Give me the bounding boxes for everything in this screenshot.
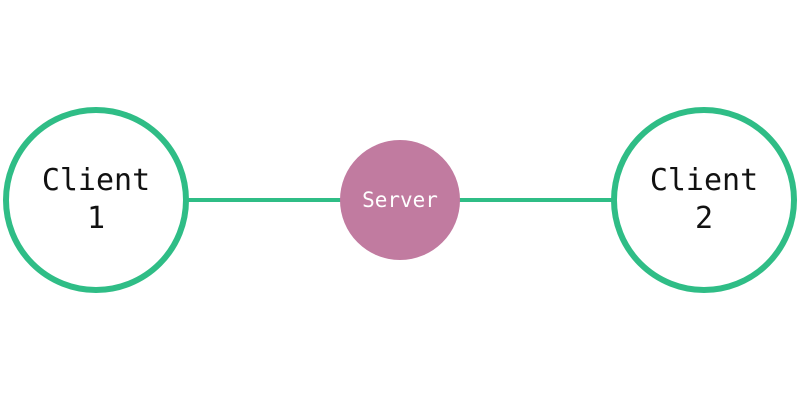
server-label: Server (362, 188, 438, 212)
client-1-node: Client 1 (3, 107, 189, 293)
client-2-label-line-1: Client (650, 163, 758, 198)
server-circle (340, 140, 460, 260)
server-node: Server (340, 140, 460, 260)
client-2-circle (611, 107, 797, 293)
client-1-label-line-2: 1 (87, 201, 105, 236)
client-2-node: Client 2 (611, 107, 797, 293)
client-2-label-line-2: 2 (695, 201, 713, 236)
client-1-label-line-1: Client (42, 163, 150, 198)
client-1-circle (3, 107, 189, 293)
